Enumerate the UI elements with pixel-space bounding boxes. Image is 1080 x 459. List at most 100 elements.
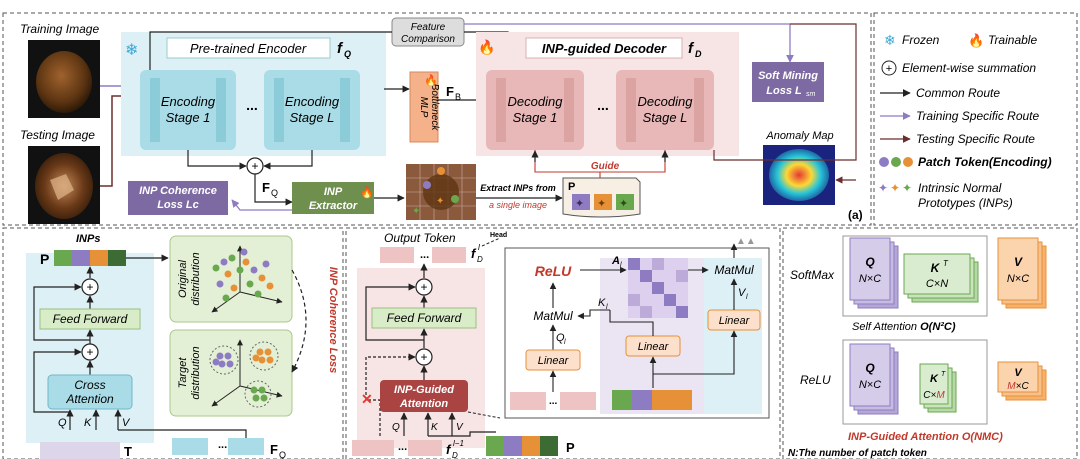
soft-mining-sub: sm (806, 91, 816, 98)
n-note: N:The number of patch token (788, 448, 927, 459)
ql-sub: l (564, 339, 566, 346)
svg-text:✦: ✦ (619, 198, 628, 210)
soft-mining-loss (752, 62, 824, 102)
svg-text:+: + (420, 280, 427, 294)
svg-text:+: + (420, 350, 427, 364)
encoder-title: Pre-trained Encoder (190, 41, 307, 56)
output-token-label: Output Token (384, 231, 456, 245)
legend-sum: Element-wise summation (902, 61, 1036, 75)
softmax-label: SoftMax (790, 268, 835, 282)
legend-inp-2: Prototypes (INPs) (918, 196, 1013, 210)
panel-br-border (782, 227, 1078, 459)
softmax-q: Q (865, 255, 875, 269)
encoder-title-box (166, 37, 331, 59)
bm-in-ellipsis: ... (398, 441, 407, 453)
softmax-v-dim: N×C (1007, 273, 1029, 285)
legend-inp-1: Intrinsic Normal (918, 181, 1002, 195)
svg-text:+: + (886, 63, 892, 75)
legend-testing: Testing Specific Route (916, 132, 1035, 146)
flame-icon: 🔥 (424, 74, 438, 87)
bm-v: V (456, 422, 464, 433)
bl-k: K (84, 417, 92, 429)
relu-label: ReLU (535, 263, 572, 279)
relu-q-dim: N×C (859, 379, 881, 391)
attention-matrix (628, 258, 688, 318)
original-distribution (169, 235, 293, 323)
encoding-stage-l (264, 70, 360, 150)
linear-q (525, 349, 581, 371)
bl-p-label: P (40, 251, 49, 267)
softmax-kt: K (931, 261, 941, 275)
decoding-stage-l (616, 70, 714, 150)
bm-k: K (431, 422, 439, 433)
inp-coherence-line2: Loss Lc (157, 199, 199, 211)
bl-t-token (40, 442, 120, 459)
svg-text:✦: ✦ (412, 206, 420, 217)
svg-text:T: T (943, 259, 949, 268)
relu-q: Q (865, 361, 875, 375)
enc-stageL-line1: Encoding (285, 94, 340, 109)
linear-q-label: Linear (538, 355, 570, 367)
bm-fd-prev-sup: l−1 (453, 439, 464, 448)
flame-icon: 🔥 (968, 33, 984, 48)
svg-text:✦: ✦ (902, 181, 912, 195)
inp-attention-complexity: INP-Guided Attention O(NMC) (848, 431, 1003, 443)
softmax-v: V (1014, 255, 1023, 269)
relu-kt-matrix (919, 363, 949, 405)
panel-a-tag: (a) (848, 208, 863, 222)
relu-kt-dim: C×M (923, 390, 945, 401)
legend: ❄ Frozen 🔥 Trainable + Element-wise summ… (878, 32, 1052, 210)
inp-extractor (292, 182, 374, 214)
bl-fq-sub: Q (279, 450, 286, 459)
bl-fq-token-1 (172, 438, 208, 455)
mlp-line2: Bottleneck (429, 84, 440, 132)
fb-symbol: F (446, 84, 454, 99)
prototype-p-label: P (568, 181, 575, 193)
dec-stageL-line1: Decoding (638, 94, 694, 109)
decoder-title: INP-guided Decoder (542, 41, 667, 56)
orig-dist-points (212, 248, 274, 302)
enc-ellipsis: ... (246, 97, 258, 113)
inp-guided-attention (380, 380, 468, 412)
target-dist-1: Target (177, 357, 189, 389)
feature-comparison-line1: Feature (411, 22, 446, 33)
hazelnut-image (36, 51, 92, 113)
linear-v-label: Linear (719, 315, 751, 327)
soft-mining-line1: Soft Mining (758, 70, 818, 82)
svg-text:T: T (941, 371, 946, 378)
svg-text:❄: ❄ (125, 42, 138, 59)
svg-text:✦: ✦ (890, 181, 900, 195)
softmax-v-matrix (997, 237, 1039, 301)
relu-v-dim: M×C (1007, 381, 1029, 392)
bl-inps-label: INPs (76, 233, 100, 245)
inp-coherence-line1: INP Coherence (139, 185, 217, 197)
softmax-q-dim: N×C (859, 273, 881, 285)
decoder-title-box (525, 37, 683, 59)
self-attention-label: Self Attention O(N²C) (852, 321, 956, 333)
vl-sub: l (746, 294, 748, 301)
legend-training: Training Specific Route (916, 109, 1039, 123)
sum-node-bm-1 (415, 278, 433, 296)
coherence-loss-label: INP Coherence Loss (327, 267, 339, 374)
kl-label: K (598, 297, 606, 309)
training-image-label: Training Image (20, 22, 99, 36)
soft-mining-line2: Loss L (766, 85, 802, 97)
snowflake-icon: ❄ (125, 42, 138, 59)
sum-node-bl-2 (81, 343, 99, 361)
dec-stage1-line2: Stage 1 (513, 110, 558, 125)
svg-text:▲▲: ▲▲ (736, 236, 756, 247)
testing-image-label: Testing Image (20, 128, 95, 142)
bl-cross-attention-1: Cross (74, 378, 105, 392)
bl-cross-attention (47, 374, 133, 410)
legend-frozen: Frozen (902, 33, 940, 47)
bm-fd-symbol: f (471, 246, 477, 261)
svg-text:+: + (86, 280, 93, 294)
decoder-symbol-sub: D (695, 49, 702, 59)
legend-border (873, 12, 1078, 226)
flame-icon: 🔥 (478, 39, 495, 56)
dec-stage1-line1: Decoding (508, 94, 564, 109)
softmax-kt-matrix (903, 253, 971, 295)
bm-feed-forward (371, 307, 477, 329)
fq-symbol: F (262, 180, 270, 195)
